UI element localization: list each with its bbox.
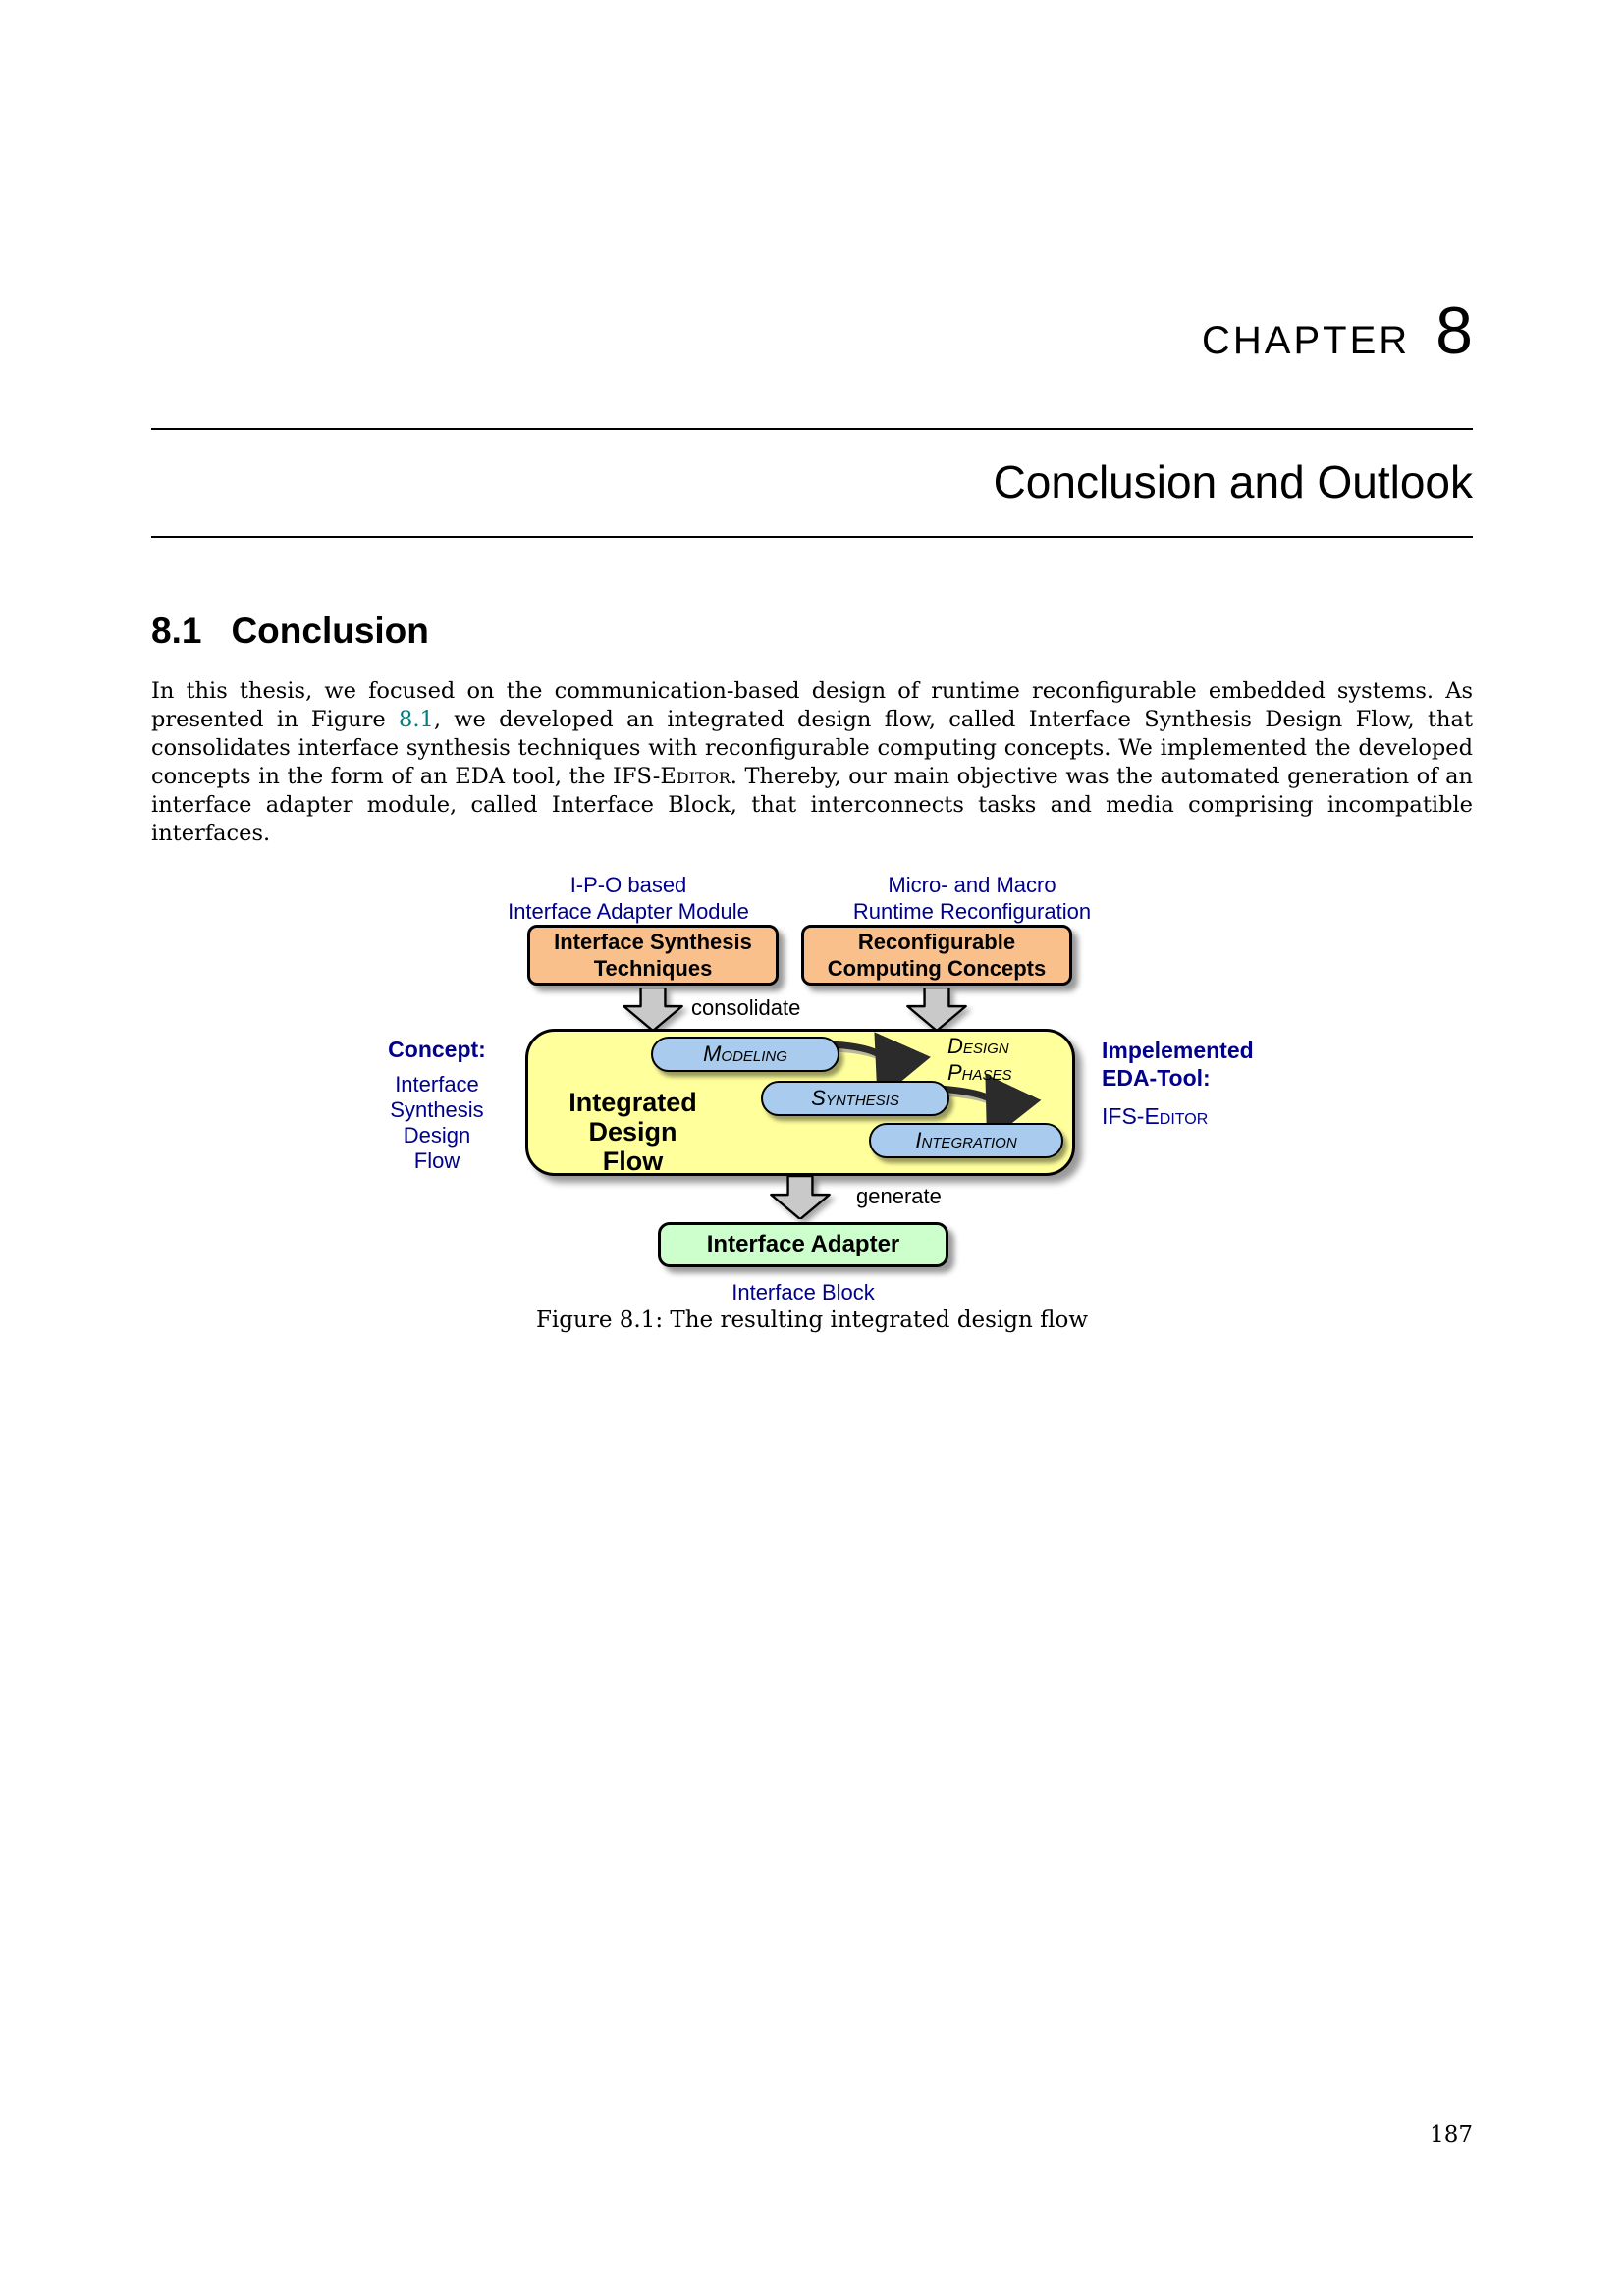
section-heading: 8.1 Conclusion [151,611,429,652]
interface-block-label: Interface Block [731,1280,875,1305]
idf-line: Flow [602,1147,664,1176]
eda-title-line: Impelemented [1102,1038,1254,1063]
down-arrow-icon-left [623,988,683,1031]
idf-line: Design [588,1117,677,1147]
chapter-heading: CHAPTER 8 [1202,293,1473,369]
label-line: Micro- and Macro [888,873,1056,897]
paragraph-text-3: . Thereby, our main objective was the au… [151,764,1473,846]
page-number: 187 [1430,2122,1473,2148]
down-arrow-icon-generate [770,1176,831,1219]
generate-label: generate [856,1184,942,1208]
design-phases-line: Phases [947,1060,1012,1085]
eda-title-line: EDA-Tool: [1102,1065,1211,1091]
chapter-number: 8 [1435,294,1473,368]
chapter-label: CHAPTER [1202,319,1411,362]
label-ipo-adapter-module: I-P-O based Interface Adapter Module [471,872,785,925]
figure-reference-link[interactable]: 8.1 [399,707,434,732]
figure-8-1: I-P-O based Interface Adapter Module Mic… [0,864,1624,1315]
down-arrow-icon-right [906,988,967,1031]
section-title: Conclusion [231,611,429,651]
section-number: 8.1 [151,611,202,651]
label-line: Runtime Reconfiguration [852,899,1092,924]
concept-label-group: Concept: Interface Synthesis Design Flow [353,1037,520,1174]
chapter-title: Conclusion and Outlook [993,456,1473,507]
label-line: Interface Adapter Module [508,899,749,924]
oval-modeling: Modeling [651,1037,839,1072]
label-line: I-P-O based [569,873,687,897]
oval-integration: Integration [869,1123,1063,1158]
concept-line: Design [403,1123,471,1148]
concept-line: Flow [413,1148,460,1173]
box-text-line: Interface Synthesis [554,930,752,954]
box-interface-adapter: Interface Adapter [658,1222,948,1267]
concept-title: Concept: [388,1037,486,1062]
idf-line: Integrated [568,1088,697,1117]
body-paragraph: In this thesis, we focused on the commun… [151,677,1473,848]
box-text-line: Computing Concepts [827,956,1047,981]
design-phases-line: Design [947,1034,1009,1058]
concept-line: Synthesis [390,1097,484,1122]
ifs-editor-label: IFS-Editor [1102,1103,1209,1129]
horizontal-rule-top [151,428,1473,430]
paragraph-text-1: In this thesis, we focused on the commun… [151,678,1473,732]
horizontal-rule-bottom [151,536,1473,538]
eda-tool-label-group: Impelemented EDA-Tool: IFS-Editor [1102,1037,1254,1130]
box-reconfigurable-computing-concepts: Reconfigurable Computing Concepts [801,925,1072,986]
paragraph-text-2: , we developed an integrated design flow… [151,707,1473,789]
box-interface-synthesis-techniques: Interface Synthesis Techniques [527,925,779,986]
label-runtime-reconfiguration: Micro- and Macro Runtime Reconfiguration [815,872,1129,925]
box-text-line: Techniques [593,956,713,981]
concept-line: Interface [395,1072,479,1096]
integrated-design-flow-title: Integrated Design Flow [542,1088,724,1176]
ifs-editor-smallcaps: Editor [660,764,731,789]
figure-caption: Figure 8.1: The resulting integrated des… [535,1308,1089,1333]
consolidate-label: consolidate [691,995,801,1020]
design-phases-label: Design Phases [947,1033,1012,1086]
phase-flow-arrows [829,1032,1042,1144]
box-text-line: Reconfigurable [857,930,1016,954]
oval-synthesis: Synthesis [761,1081,949,1116]
